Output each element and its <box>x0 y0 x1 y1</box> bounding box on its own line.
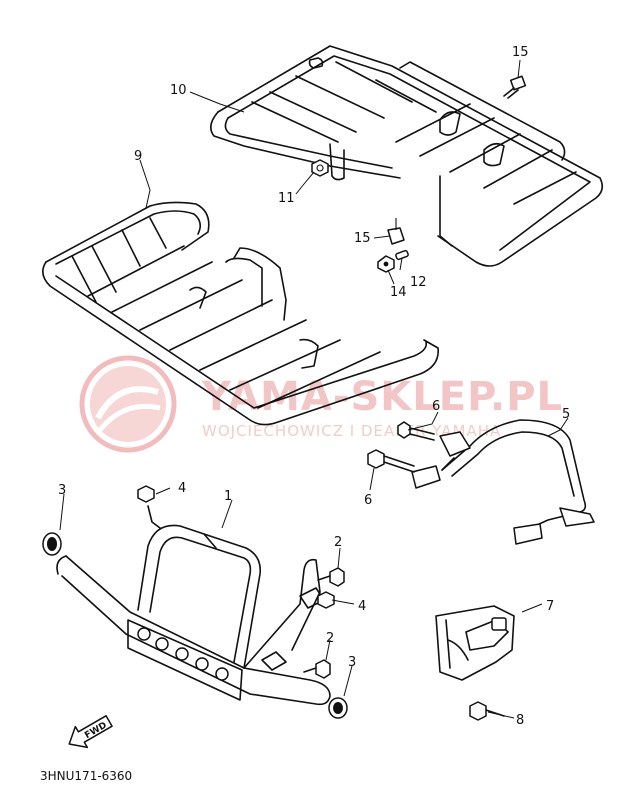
callout-10: 10 <box>170 83 187 98</box>
diagram-code: 3HNU171-6360 <box>40 769 132 783</box>
collar-12 <box>395 249 409 261</box>
callout-2-lower: 2 <box>326 631 334 646</box>
nut-11 <box>311 159 329 177</box>
watermark: YAMA-SKLEP.PL WOJCIECHOWICZ I DEALER YAM… <box>79 355 563 453</box>
bolt-2-upper <box>317 567 345 587</box>
leader-lines <box>59 59 569 719</box>
forward-arrow-icon: FWD <box>68 715 113 749</box>
nut-4-upper <box>137 485 155 503</box>
cap-3-right <box>328 697 348 719</box>
callout-3-right: 3 <box>348 655 356 670</box>
guard-hardware <box>42 485 348 719</box>
callouts: 15 10 9 11 15 12 14 5 6 6 3 4 1 2 4 2 3 … <box>58 45 570 728</box>
nut-4-lower <box>317 591 335 609</box>
callout-8: 8 <box>516 713 524 728</box>
nut-14 <box>377 255 395 273</box>
watermark-logo <box>79 355 177 453</box>
mount-bracket-7 <box>435 605 515 681</box>
rear-carrier <box>210 45 604 267</box>
callout-6-lower: 6 <box>364 493 372 508</box>
callout-9: 9 <box>134 149 142 164</box>
callout-4-lower: 4 <box>358 599 366 614</box>
callout-7: 7 <box>546 599 554 614</box>
callout-12: 12 <box>410 275 427 290</box>
callout-1: 1 <box>224 489 232 504</box>
carrier-hardware <box>311 75 527 273</box>
callout-6-upper: 6 <box>432 399 440 414</box>
front-carrier <box>42 201 439 426</box>
callout-3-left: 3 <box>58 483 66 498</box>
rear-bracket <box>411 419 595 545</box>
watermark-tagline: WOJCIECHOWICZ I DEALER YAMAHA <box>202 422 501 440</box>
watermark-brand: YAMA-SKLEP.PL <box>201 374 563 420</box>
cap-3-left <box>42 532 62 556</box>
callout-14: 14 <box>390 285 407 300</box>
clip-15 <box>387 218 405 245</box>
bolt-2-lower <box>303 659 331 679</box>
front-guard <box>56 505 331 706</box>
callout-11: 11 <box>278 191 295 206</box>
callout-4-upper: 4 <box>178 481 186 496</box>
callout-5: 5 <box>562 407 570 422</box>
callout-15: 15 <box>354 231 371 246</box>
bolt-13 <box>503 75 527 99</box>
callout-13: 15 <box>512 45 529 60</box>
bolt-6-lower <box>367 449 415 473</box>
callout-2-upper: 2 <box>334 535 342 550</box>
bolt-8 <box>469 701 505 721</box>
